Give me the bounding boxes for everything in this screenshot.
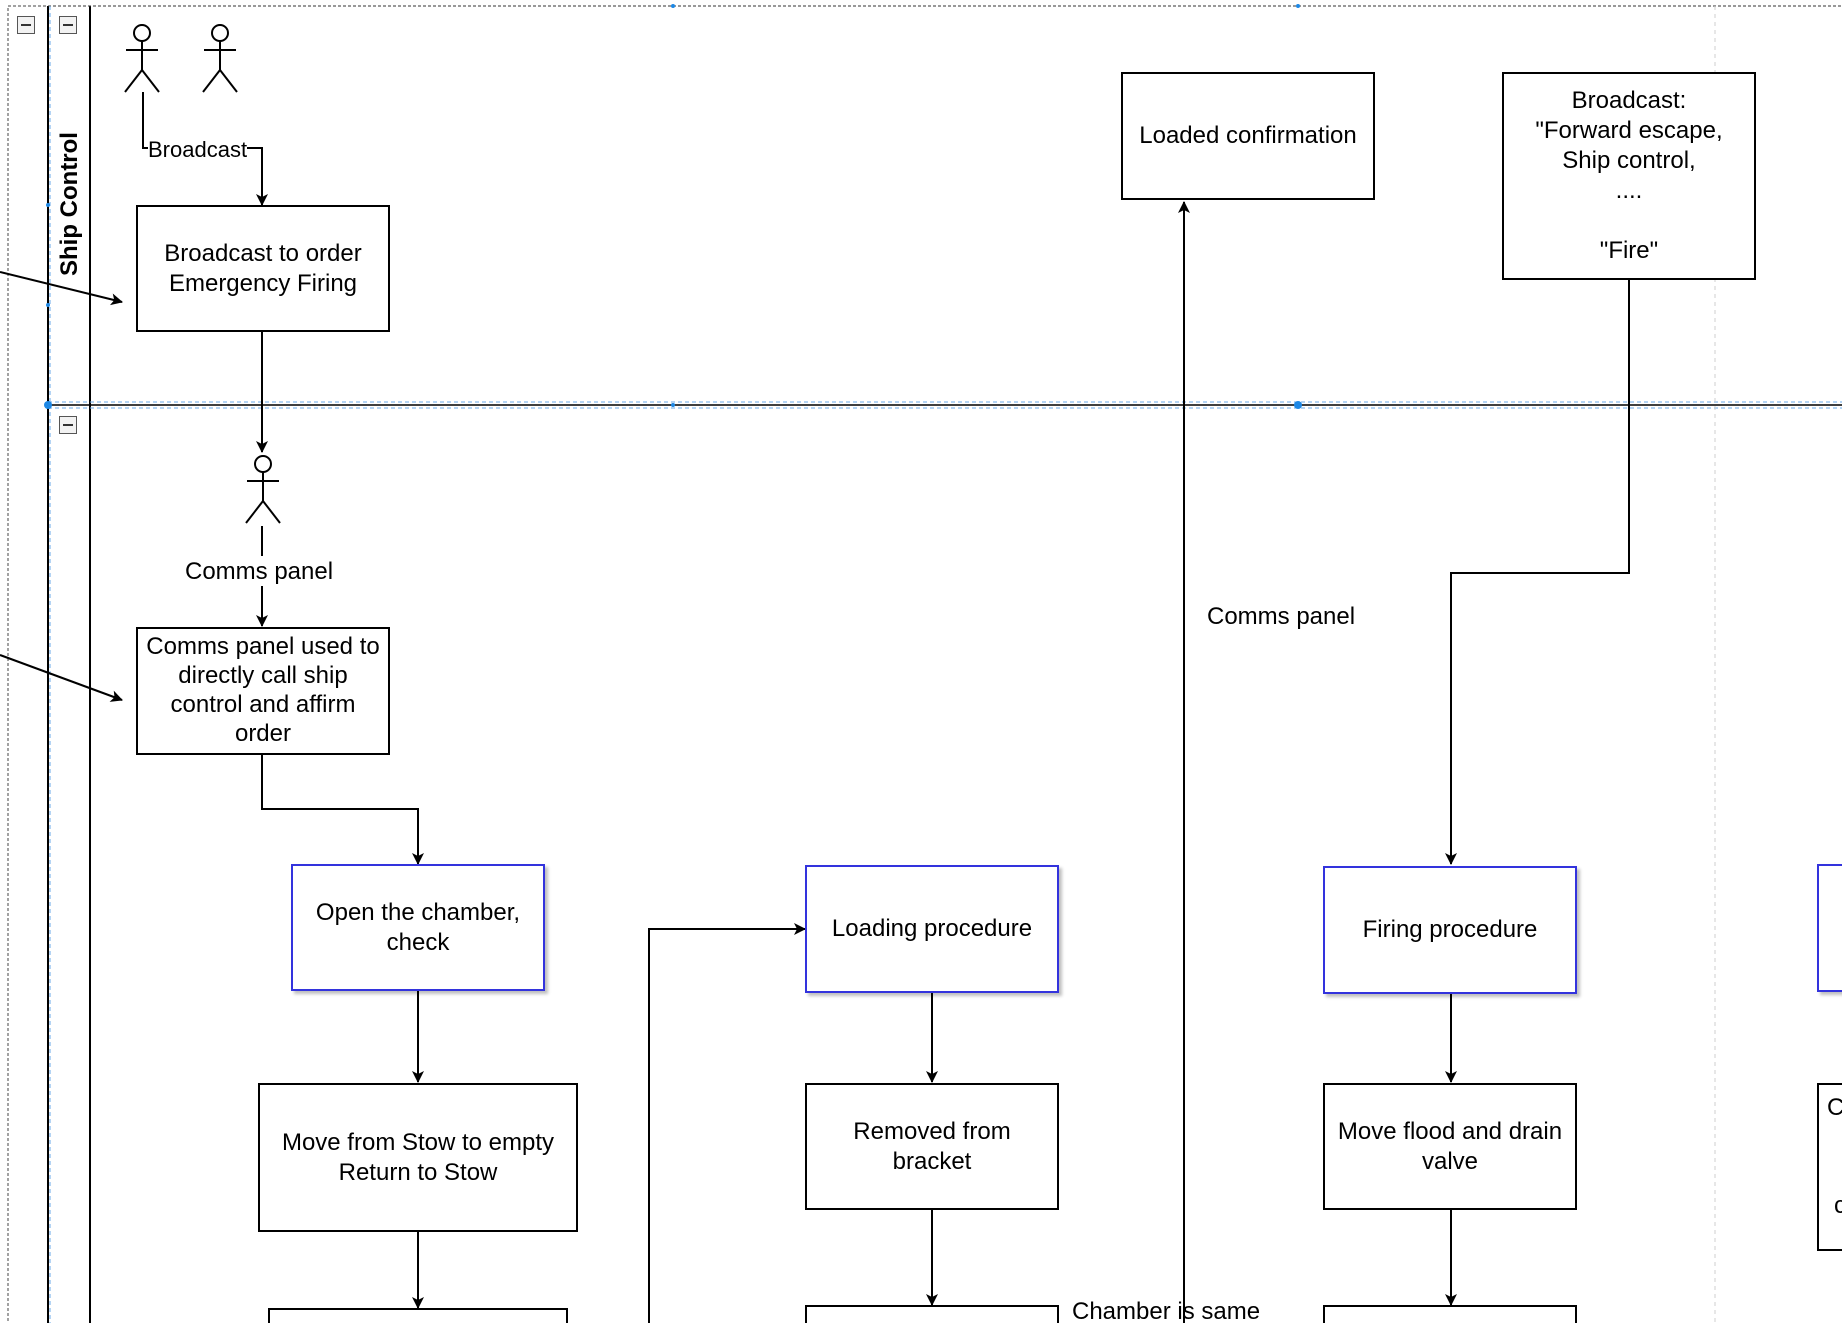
edge-label-comms-panel[interactable]: Comms panel: [185, 558, 334, 586]
node-firing-procedure[interactable]: Firing procedure: [1323, 866, 1577, 994]
node-broadcast-order[interactable]: Broadcast to order Emergency Firing: [136, 205, 390, 332]
node-comms-panel-call[interactable]: Comms panel used to directly call ship c…: [136, 627, 390, 755]
selection-handle-left-a[interactable]: [46, 203, 50, 207]
node-label: Loaded confirmation: [1139, 122, 1357, 149]
actor-icon[interactable]: [243, 455, 283, 527]
edge-incoming-2[interactable]: [0, 654, 123, 702]
edge-label-chamber-same[interactable]: Chamber is same: [1072, 1298, 1261, 1323]
actor-icon[interactable]: [122, 24, 162, 96]
collapse-icon[interactable]: [17, 16, 35, 34]
node-partial-right[interactable]: C: [1817, 1083, 1842, 1251]
node-open-chamber[interactable]: Open the chamber, check: [291, 864, 545, 991]
node-broadcast-fire[interactable]: Broadcast: "Forward escape, Ship control…: [1502, 72, 1756, 280]
node-move-flood[interactable]: Move flood and drain valve: [1323, 1083, 1577, 1210]
node-removed-bracket[interactable]: Removed from bracket: [805, 1083, 1059, 1210]
actor-icon[interactable]: [200, 24, 240, 96]
node-label-partial: c: [1834, 1192, 1842, 1219]
node-label: C: [1827, 1094, 1842, 1121]
node-label: Loading procedure: [831, 915, 1033, 942]
collapse-icon[interactable]: [59, 16, 77, 34]
node-label: Broadcast: "Forward escape, Ship control…: [1535, 87, 1723, 264]
selection-handle-left-b[interactable]: [46, 303, 50, 307]
node-loaded-confirmation[interactable]: Loaded confirmation: [1121, 72, 1375, 200]
selection-handle-left[interactable]: [44, 401, 52, 409]
edge-to-loading[interactable]: [648, 923, 806, 1323]
selection-handle-top-b[interactable]: [1296, 4, 1300, 8]
selection-handle-mid[interactable]: [1294, 401, 1302, 409]
node-label: Removed from bracket: [853, 1117, 1011, 1175]
node-label: Move flood and drain valve: [1337, 1117, 1563, 1175]
selection-handle-small[interactable]: [671, 403, 675, 407]
node-label: Comms panel used to directly call ship c…: [146, 633, 380, 747]
node-label: Move from Stow to empty Return to Stow: [281, 1128, 555, 1186]
edge-label-broadcast[interactable]: Broadcast: [148, 137, 248, 163]
node-cutoff-1[interactable]: [268, 1308, 568, 1323]
edge-label-comms-panel[interactable]: Comms panel: [1207, 603, 1356, 631]
node-partial-right-procedure[interactable]: [1817, 864, 1842, 992]
node-label: Firing procedure: [1362, 916, 1538, 943]
selection-handle-top-a[interactable]: [671, 4, 675, 8]
collapse-icon[interactable]: [59, 416, 77, 434]
edge-comms-to-open[interactable]: [261, 755, 424, 865]
node-label: Broadcast to order Emergency Firing: [164, 239, 362, 297]
edge-incoming-1[interactable]: [0, 271, 123, 306]
node-loading-procedure[interactable]: Loading procedure: [805, 865, 1059, 993]
node-cutoff-2[interactable]: [805, 1305, 1059, 1323]
node-cutoff-3[interactable]: [1323, 1305, 1577, 1323]
node-label: Open the chamber, check: [315, 898, 521, 956]
edge-fire-to-firing[interactable]: [1445, 279, 1630, 865]
node-move-stow[interactable]: Move from Stow to empty Return to Stow: [258, 1083, 578, 1232]
lane-title-ship-control: Ship Control: [56, 132, 83, 276]
